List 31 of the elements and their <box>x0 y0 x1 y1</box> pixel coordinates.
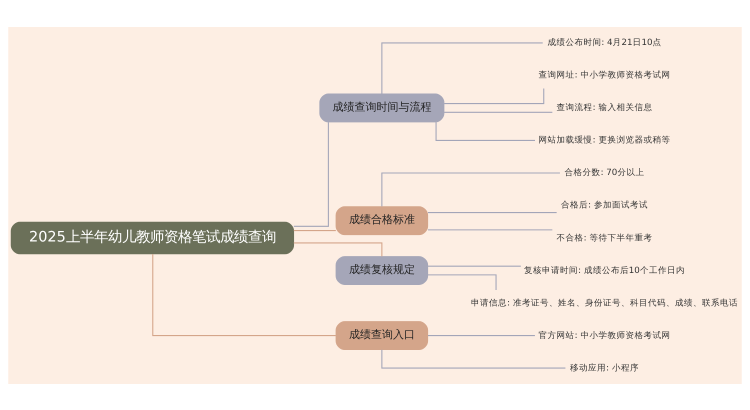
node-text: 申请信息: 准考证号、姓名、身份证号、科目代码、成绩、联系电话 <box>471 298 738 308</box>
connector <box>428 212 557 213</box>
node-box: 成绩复核规定 <box>336 256 428 284</box>
node-box: 成绩合格标准 <box>336 206 428 235</box>
connector <box>152 254 336 336</box>
node-text: 移动应用: 小程序 <box>570 362 639 373</box>
node-box: 2025上半年幼儿教师资格笔试成绩查询 <box>10 221 294 254</box>
node-box: 成绩查询入口 <box>336 320 428 350</box>
connector <box>381 42 543 94</box>
connector <box>428 274 497 290</box>
connector <box>436 122 535 140</box>
node-text: 查询网址: 中小学教师资格考试网 <box>538 70 670 80</box>
node-text: 不合格: 等待下半年重考 <box>556 232 652 243</box>
connector <box>381 349 566 368</box>
node-text: 成绩公布时间: 4月21日10点 <box>547 38 662 48</box>
connector <box>294 230 336 231</box>
connector <box>428 334 535 336</box>
connector <box>444 111 552 112</box>
connector <box>381 172 560 206</box>
connector <box>294 122 329 226</box>
node-text: 官方网站: 中小学教师资格考试网 <box>538 330 670 340</box>
connector <box>428 228 552 230</box>
connector <box>294 242 382 256</box>
connector <box>444 88 544 104</box>
node-text: 复核申请时间: 成绩公布后10个工作日内 <box>524 265 685 276</box>
connector <box>428 265 521 266</box>
node-box: 成绩查询时间与流程 <box>319 92 444 122</box>
node-text: 合格后: 参加面试考试 <box>561 200 648 210</box>
node-text: 合格分数: 70分以上 <box>564 168 644 178</box>
node-text: 查询流程: 输入相关信息 <box>556 102 652 113</box>
node-text: 网站加载缓慢: 更换浏览器或稍等 <box>538 135 670 146</box>
